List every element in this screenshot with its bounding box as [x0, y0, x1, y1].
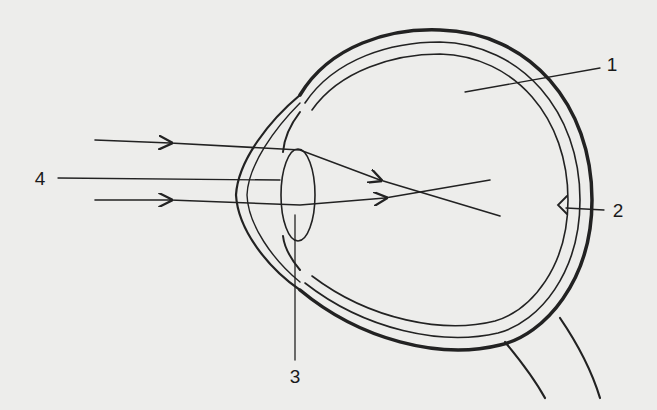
light-ray — [380, 180, 500, 216]
optic-nerve — [505, 342, 545, 398]
cornea — [247, 103, 300, 282]
light-ray — [95, 140, 170, 143]
leader-line — [566, 208, 604, 210]
light-ray — [170, 143, 380, 180]
iris — [283, 112, 300, 152]
choroid — [305, 42, 580, 337]
light-ray — [95, 199, 170, 201]
optic-disc — [558, 196, 567, 214]
retina — [312, 54, 568, 326]
callout-number: 3 — [290, 367, 301, 386]
leader-line — [294, 215, 295, 360]
light-ray — [170, 198, 385, 205]
leader-line — [465, 68, 600, 92]
callout-number: 1 — [607, 55, 618, 74]
callout-number: 4 — [35, 169, 46, 188]
callout-number: 2 — [613, 201, 624, 220]
light-ray — [385, 180, 490, 198]
cornea — [236, 95, 300, 290]
optic-nerve — [560, 318, 600, 398]
lens — [281, 149, 315, 241]
leader-line — [58, 178, 280, 180]
